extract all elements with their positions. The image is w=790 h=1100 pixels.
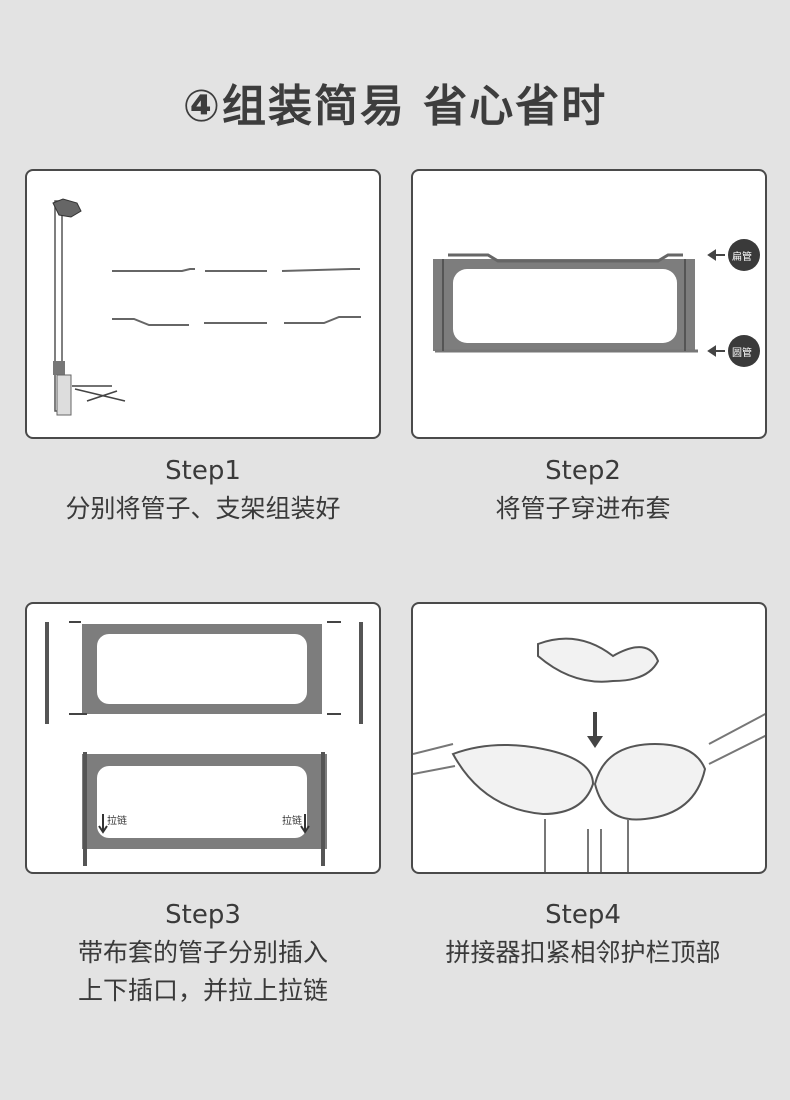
step3-desc-1: 带布套的管子分别插入 (77, 938, 328, 967)
step4-illustration (411, 602, 767, 874)
zip-label-left: 拉链 (107, 816, 127, 827)
step1-title: Step1 (165, 456, 241, 486)
step1-desc: 分别将管子、支架组装好 (65, 494, 341, 523)
step2-illustration: 扁管 圆管 (411, 169, 767, 439)
round-tube-label: 圆管 (732, 348, 752, 359)
step3-title: Step3 (165, 900, 241, 930)
step3-illustration: 拉链 拉链 (25, 602, 381, 874)
step1-illustration (25, 169, 381, 439)
flat-tube-label: 扁管 (732, 252, 752, 263)
page-title: ④组装简易 省心省时 (182, 81, 608, 132)
step2-desc: 将管子穿进布套 (495, 494, 671, 523)
zip-label-right: 拉链 (282, 816, 302, 827)
step3-desc-2: 上下插口，并拉上拉链 (77, 976, 328, 1005)
step4-desc: 拼接器扣紧相邻护栏顶部 (445, 938, 721, 967)
step4-caption: Step4 拼接器扣紧相邻护栏顶部 (398, 896, 768, 972)
step2-title: Step2 (545, 456, 621, 486)
step2-caption: Step2 将管子穿进布套 (398, 452, 768, 528)
step1-caption: Step1 分别将管子、支架组装好 (18, 452, 388, 528)
step3-caption: Step3 带布套的管子分别插入 上下插口，并拉上拉链 (18, 896, 388, 1010)
step4-title: Step4 (545, 900, 621, 930)
